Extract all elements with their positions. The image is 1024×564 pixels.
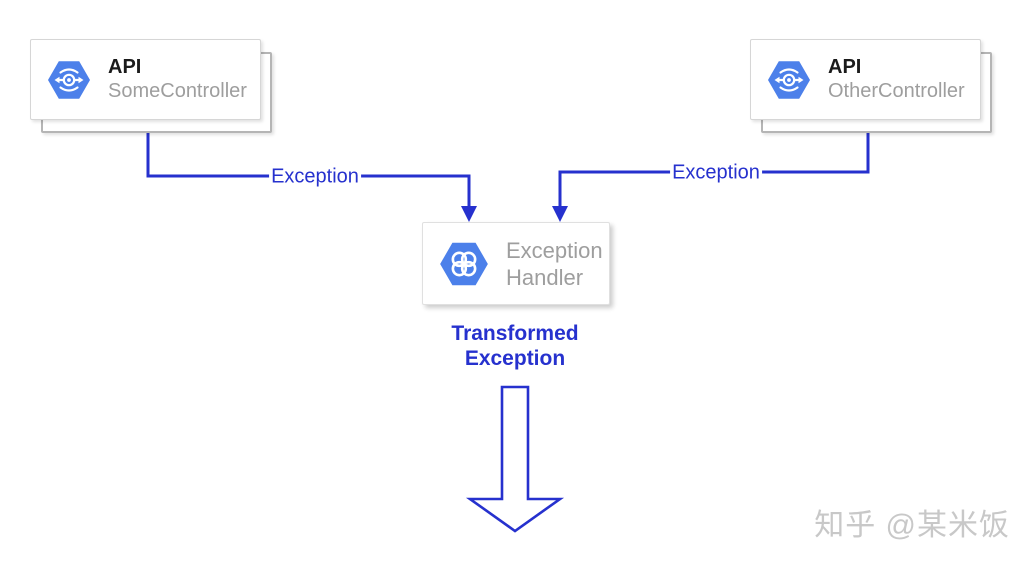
node-subtitle: OtherController <box>828 80 965 102</box>
node-subtitle: SomeController <box>108 80 247 102</box>
transformed-exception-label: Transformed Exception <box>451 321 578 371</box>
watermark: 知乎 @某米饭 <box>814 509 1010 542</box>
api-hexagon-icon <box>767 58 811 102</box>
card-text: API SomeController <box>108 55 247 104</box>
card-text: API OtherController <box>828 55 965 104</box>
card-face: Exception Handler <box>422 222 610 305</box>
node-title: API <box>828 56 862 78</box>
api-hexagon-icon <box>47 58 91 102</box>
card-face: API SomeController <box>30 39 261 120</box>
node-card-somecontroller: API SomeController <box>30 39 272 133</box>
transformed-exception-line1: Transformed <box>451 322 579 345</box>
node-title: Exception <box>506 237 603 263</box>
exception-handler-hexagon-icon <box>439 239 489 289</box>
card-text: Exception Handler <box>506 237 603 291</box>
edge-label-exception-right: Exception <box>670 161 762 185</box>
node-title: API <box>108 56 142 78</box>
node-card-exception-handler: Exception Handler <box>422 222 610 305</box>
card-face: API OtherController <box>750 39 981 120</box>
transformed-exception-line2: Exception <box>464 347 566 370</box>
edge-label-exception-left: Exception <box>269 165 361 189</box>
big-down-arrow <box>465 385 565 533</box>
node-subtitle: Handler <box>506 264 584 290</box>
node-card-othercontroller: API OtherController <box>750 39 992 133</box>
